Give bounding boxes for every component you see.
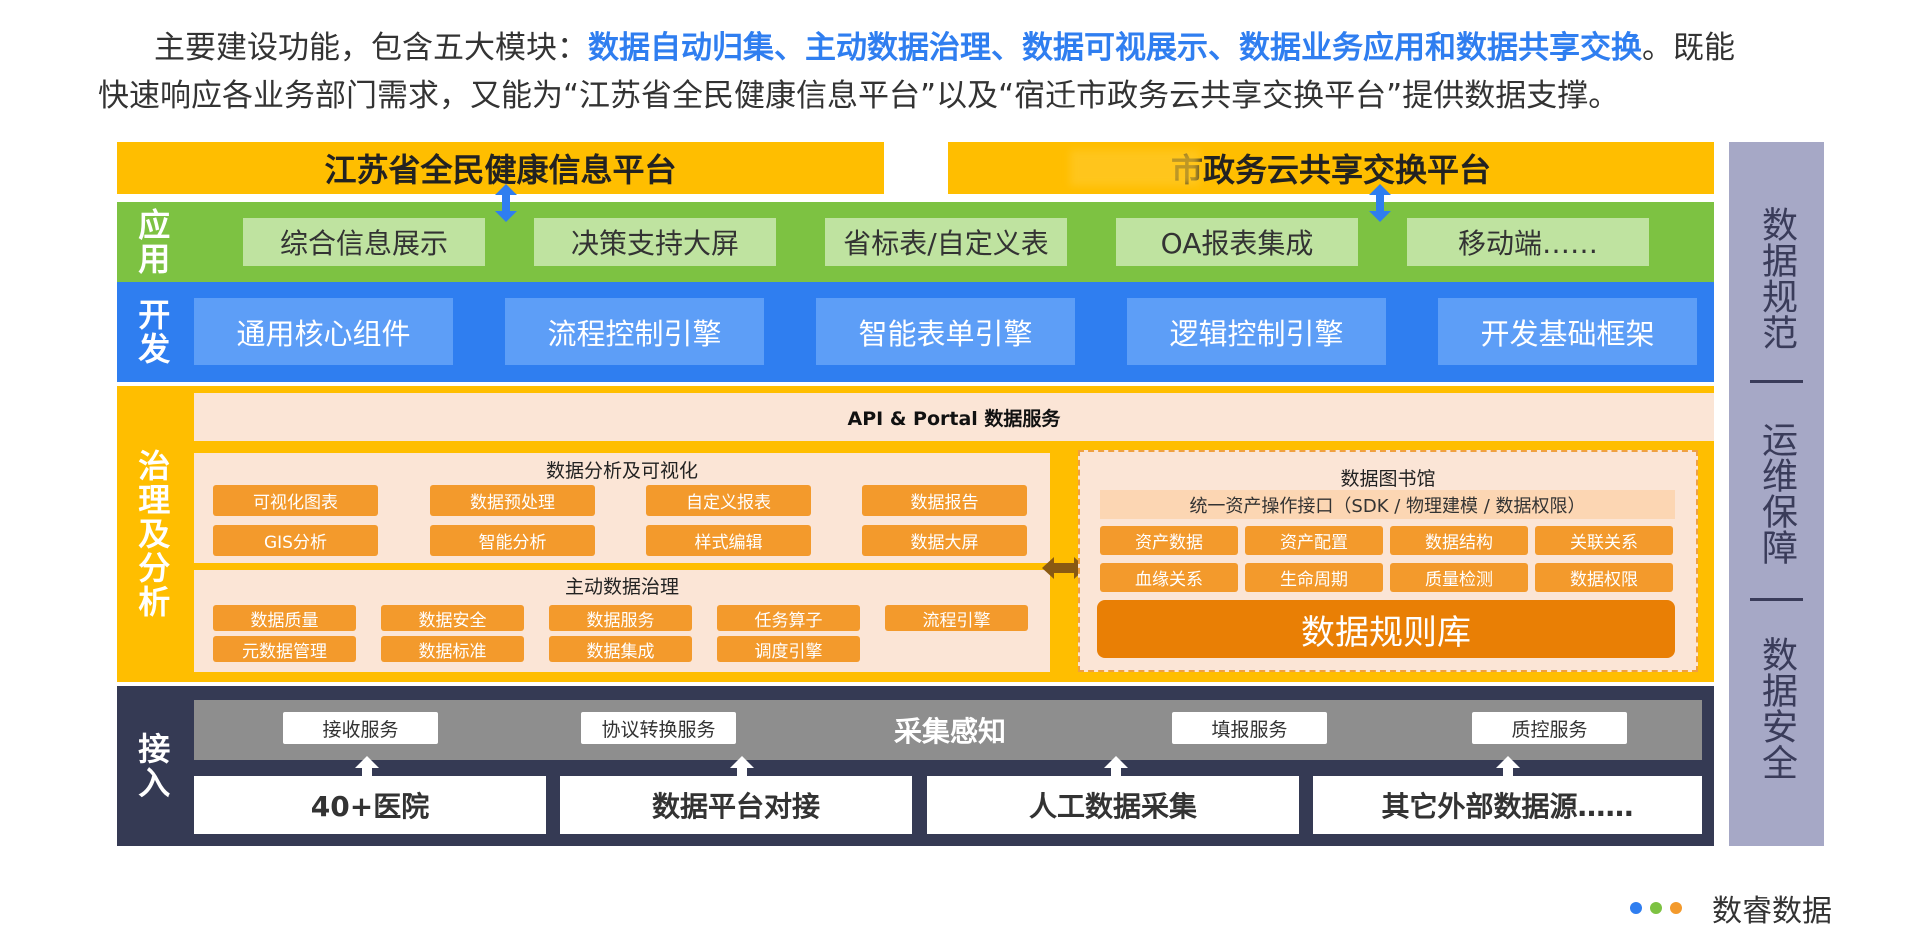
governance-item: 元数据管理: [213, 636, 356, 662]
bidirectional-arrow-icon: [1042, 557, 1086, 579]
analysis-title: 数据分析及可视化: [545, 459, 698, 482]
analysis-item: 数据报告: [862, 485, 1027, 516]
intro-line-2: 快速响应各业务部门需求，又能为“江苏省全民健康信息平台”以及“宿迁市政务云共享交…: [98, 78, 1620, 114]
library-item: 关联关系: [1535, 526, 1673, 555]
app-item-3: 省标表/自定义表: [825, 218, 1067, 266]
source-external: 其它外部数据源……: [1313, 776, 1702, 834]
governance-item: 调度引擎: [717, 636, 860, 662]
app-item-1: 综合信息展示: [243, 218, 485, 266]
library-item: 数据结构: [1390, 526, 1528, 555]
governance-item: 数据标准: [381, 636, 524, 662]
right-column-separator: [1750, 598, 1803, 601]
intro-paragraph: 主要建设功能，包含五大模块：数据自动归集、主动数据治理、数据可视展示、数据业务应…: [98, 24, 1808, 120]
brand-name: 数睿数据: [1712, 894, 1832, 929]
layer-app-label: 应用: [133, 208, 172, 276]
right-column-security: 数据安全: [1756, 635, 1797, 780]
analysis-item: 样式编辑: [646, 525, 811, 556]
source-hospitals: 40+医院: [194, 776, 546, 834]
layer-access-label: 接入: [133, 732, 172, 800]
analysis-item: 数据预处理: [430, 485, 595, 516]
source-manual: 人工数据采集: [927, 776, 1299, 834]
intro-highlight: 数据自动归集、主动数据治理、数据可视展示、数据业务应用和数据共享交换: [588, 30, 1642, 66]
dev-item-3: 智能表单引擎: [816, 298, 1075, 365]
source-platform: 数据平台对接: [560, 776, 912, 834]
brand-dot-orange: [1670, 902, 1682, 914]
governance-item: 数据集成: [549, 636, 692, 662]
governance-item: 数据服务: [549, 605, 692, 631]
app-item-2: 决策支持大屏: [534, 218, 776, 266]
right-column-separator: [1750, 380, 1803, 383]
intro-suffix: 。既能: [1642, 30, 1735, 66]
service-protocol: 协议转换服务: [581, 712, 736, 744]
up-arrow-icon: [1104, 756, 1128, 776]
right-column-ops: 运维保障: [1756, 420, 1797, 565]
governance-item: 流程引擎: [885, 605, 1028, 631]
brand-dot-blue: [1630, 902, 1642, 914]
governance-item: 数据质量: [213, 605, 356, 631]
analysis-item: 数据大屏: [862, 525, 1027, 556]
double-arrow-right-icon: [1369, 184, 1391, 222]
library-item: 生命周期: [1245, 563, 1383, 592]
library-item: 资产配置: [1245, 526, 1383, 555]
governance-title: 主动数据治理: [564, 575, 679, 598]
collection-band: [194, 700, 1702, 760]
analysis-item: 智能分析: [430, 525, 595, 556]
up-arrow-icon: [730, 756, 754, 776]
analysis-item: 自定义报表: [646, 485, 811, 516]
double-arrow-left-icon: [495, 184, 517, 222]
app-item-5: 移动端……: [1407, 218, 1649, 266]
intro-line-1: 主要建设功能，包含五大模块：数据自动归集、主动数据治理、数据可视展示、数据业务应…: [98, 24, 1808, 72]
library-interface-bar: 统一资产操作接口（SDK / 物理建模 / 数据权限）: [1100, 490, 1675, 519]
up-arrow-icon: [355, 756, 379, 776]
collection-band-title: 采集感知: [893, 715, 1006, 748]
dev-item-4: 逻辑控制引擎: [1127, 298, 1386, 365]
service-qc: 质控服务: [1472, 712, 1627, 744]
data-rules-library: 数据规则库: [1097, 600, 1675, 658]
library-item: 资产数据: [1100, 526, 1238, 555]
right-column-spec: 数据规范: [1756, 205, 1797, 350]
platform-jiangsu: 江苏省全民健康信息平台: [117, 142, 884, 194]
service-receive: 接收服务: [283, 712, 438, 744]
blur-patch: [1070, 150, 1200, 186]
dev-item-1: 通用核心组件: [194, 298, 453, 365]
service-fill: 填报服务: [1172, 712, 1327, 744]
layer-dev-label: 开发: [133, 298, 172, 366]
intro-prefix: 主要建设功能，包含五大模块：: [154, 30, 588, 66]
dev-item-5: 开发基础框架: [1438, 298, 1697, 365]
governance-item: 数据安全: [381, 605, 524, 631]
up-arrow-icon: [1496, 756, 1520, 776]
dev-item-2: 流程控制引擎: [505, 298, 764, 365]
library-item: 质量检测: [1390, 563, 1528, 592]
platform-suqian: 市政务云共享交换平台: [948, 142, 1714, 194]
app-item-4: OA报表集成: [1116, 218, 1358, 266]
brand-dot-green: [1650, 902, 1662, 914]
library-title: 数据图书馆: [1340, 467, 1436, 490]
right-column: [1729, 142, 1824, 846]
governance-item: 任务算子: [717, 605, 860, 631]
analysis-item: GIS分析: [213, 525, 378, 556]
library-item: 血缘关系: [1100, 563, 1238, 592]
api-portal-bar: API & Portal 数据服务: [194, 393, 1714, 441]
analysis-item: 可视化图表: [213, 485, 378, 516]
library-item: 数据权限: [1535, 563, 1673, 592]
layer-gov-label: 治理及分析: [133, 449, 172, 619]
